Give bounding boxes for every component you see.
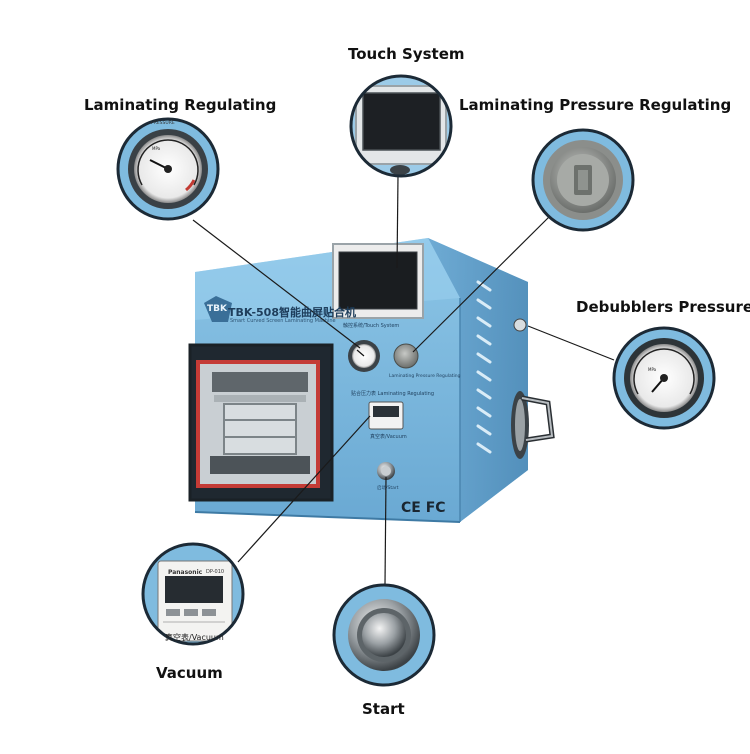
debubbler-gauge-unit: MPa (648, 367, 657, 372)
label-debubblers-pressure: Debubblers Pressure (576, 298, 750, 316)
vacuum-chamber (188, 343, 334, 502)
machine-pressure-knob (393, 343, 419, 369)
vacuum-brand: Panasonic (168, 569, 203, 576)
machine-vacuum-label: 真空表/Vacuum (370, 434, 407, 440)
machine-subtitle: Smart Curved Screen Laminating Machine (230, 318, 336, 324)
touch-screen (332, 243, 424, 319)
laminating-machine (188, 238, 555, 523)
certification-marks: CE FC (401, 500, 446, 516)
machine-logo-text: TBK (207, 304, 227, 314)
label-start: Start (362, 700, 405, 718)
label-laminating-pressure-regulating: Laminating Pressure Regulating (459, 96, 732, 114)
gauge-unit: MPa (152, 146, 161, 151)
side-handle (511, 391, 555, 459)
closeup-laminating-regulating (116, 117, 220, 221)
start-button-icon (348, 599, 420, 671)
side-vents (476, 280, 492, 454)
closeup-debubblers-pressure (612, 326, 716, 430)
machine-touch-label: 触控系统/Touch System (343, 323, 400, 329)
machine-start-label: 启动/Start (377, 486, 399, 491)
label-vacuum: Vacuum (156, 664, 223, 682)
tbk-logo (204, 296, 232, 322)
vacuum-caption: 真空表/Vacuum (165, 633, 224, 642)
machine-vacuum-display (368, 401, 404, 430)
machine-model-title: TBK-508智能曲屏贴合机 (228, 306, 356, 319)
machine-laminating-regulating-label: 贴合压力表 Laminating Regulating (351, 391, 435, 397)
pressure-gauge-icon (128, 129, 208, 209)
closeup-start (332, 583, 436, 687)
label-touch-system: Touch System (348, 45, 465, 63)
gauge-label: PRESSURE (151, 121, 175, 126)
machine-start-button (377, 462, 395, 480)
pressure-gauge-icon (624, 338, 704, 418)
machine-laminating-gauge (348, 340, 380, 372)
machine-laminating-pressure-label: Laminating Pressure Regulating (389, 374, 461, 379)
vacuum-model: DP-010 (206, 569, 225, 575)
closeup-vacuum (141, 542, 245, 646)
leader-lines (192, 175, 615, 586)
regulator-knob-icon (543, 140, 623, 220)
closeup-touch-system (349, 74, 453, 178)
closeup-laminating-pressure-regulating (531, 128, 635, 232)
label-laminating-regulating: Laminating Regulating (84, 96, 277, 114)
